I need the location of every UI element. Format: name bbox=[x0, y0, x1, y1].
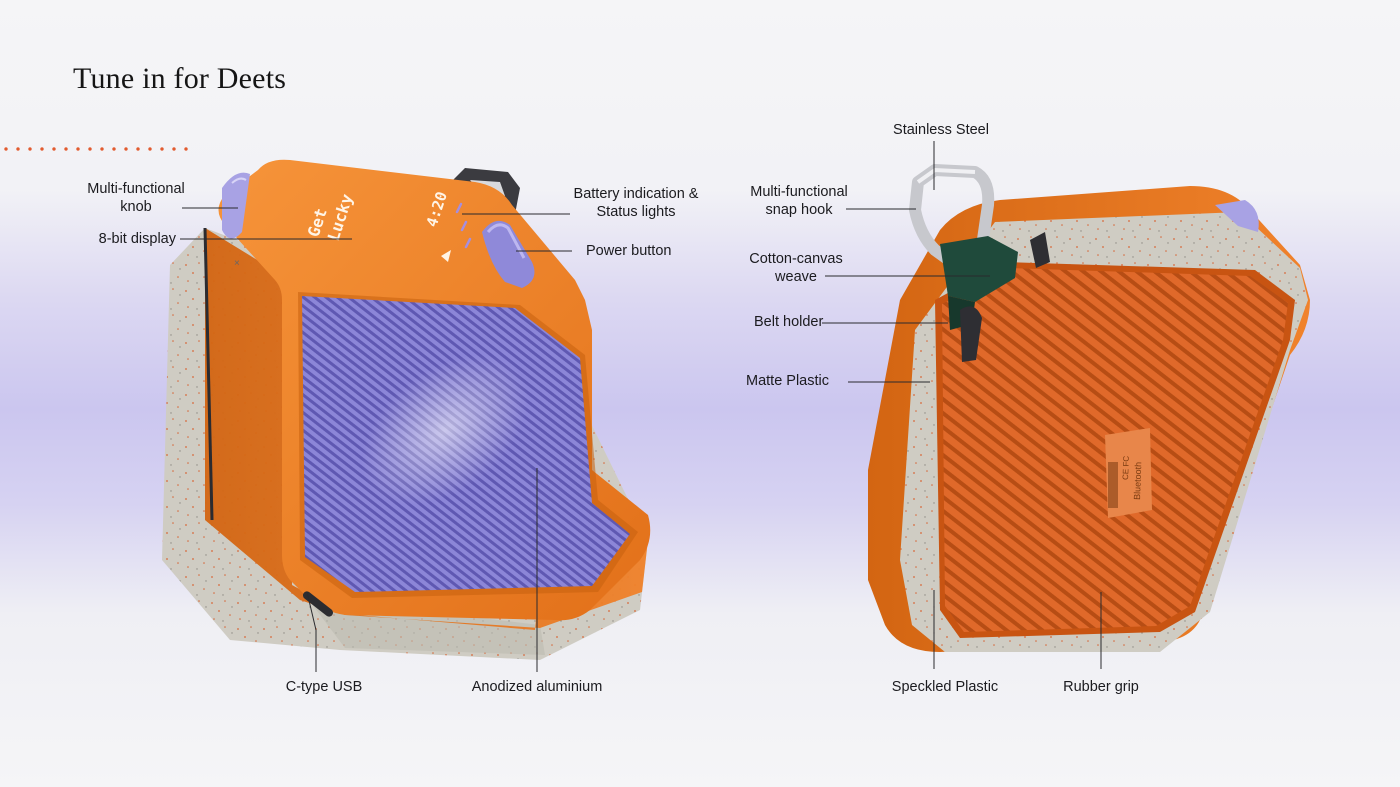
label-belt: Belt holder bbox=[754, 314, 824, 330]
label-usb: C-type USB bbox=[285, 679, 363, 695]
usb-c-port bbox=[302, 591, 334, 617]
label-knob: Multi-functional knob bbox=[87, 181, 185, 215]
label-canvas: Cotton-canvas weave bbox=[749, 251, 843, 285]
svg-text:CE FC: CE FC bbox=[1121, 456, 1131, 481]
cotton-strap bbox=[940, 236, 1018, 302]
label-speckled: Speckled Plastic bbox=[891, 679, 999, 695]
front-speaker: Get Lucky 4:20 × bbox=[162, 159, 651, 660]
label-matte: Matte Plastic bbox=[746, 373, 829, 389]
svg-text:×: × bbox=[234, 258, 240, 269]
label-display: 8-bit display bbox=[98, 231, 176, 247]
leader-lines bbox=[180, 141, 1102, 672]
bluetooth-icon bbox=[441, 250, 451, 262]
label-grip: Rubber grip bbox=[1063, 679, 1139, 695]
belt-holder bbox=[960, 306, 982, 362]
power-button[interactable] bbox=[482, 220, 535, 288]
regulatory-label: Bluetooth CE FC bbox=[1105, 428, 1152, 518]
label-battery: Battery indication & Status lights bbox=[573, 186, 699, 220]
side-knob[interactable] bbox=[1215, 200, 1259, 232]
label-aluminium: Anodized aluminium bbox=[471, 679, 603, 695]
label-snap-hook: Multi-functional snap hook bbox=[750, 184, 848, 218]
dotted-divider bbox=[0, 146, 192, 152]
svg-text:Bluetooth: Bluetooth bbox=[1132, 462, 1143, 500]
status-lights bbox=[455, 202, 472, 249]
back-speaker: Bluetooth CE FC bbox=[868, 164, 1310, 652]
control-knob[interactable] bbox=[222, 172, 250, 239]
label-power: Power button bbox=[586, 243, 672, 259]
label-steel: Stainless Steel bbox=[893, 122, 989, 138]
page-title: Tune in for Deets bbox=[73, 62, 287, 95]
